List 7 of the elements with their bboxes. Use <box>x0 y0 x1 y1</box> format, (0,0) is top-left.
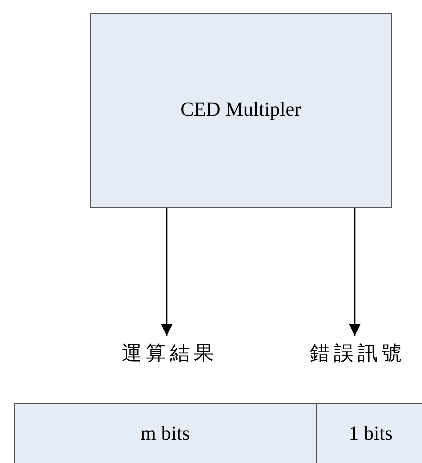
table-cell: 1 bits <box>316 403 422 463</box>
output-label: 錯誤訊號 <box>292 336 422 370</box>
arrow <box>161 208 173 336</box>
arrow <box>349 208 361 336</box>
process-box: CED Multipler <box>90 13 392 208</box>
table-cell: m bits <box>14 403 317 463</box>
output-label: 運算結果 <box>104 336 236 370</box>
